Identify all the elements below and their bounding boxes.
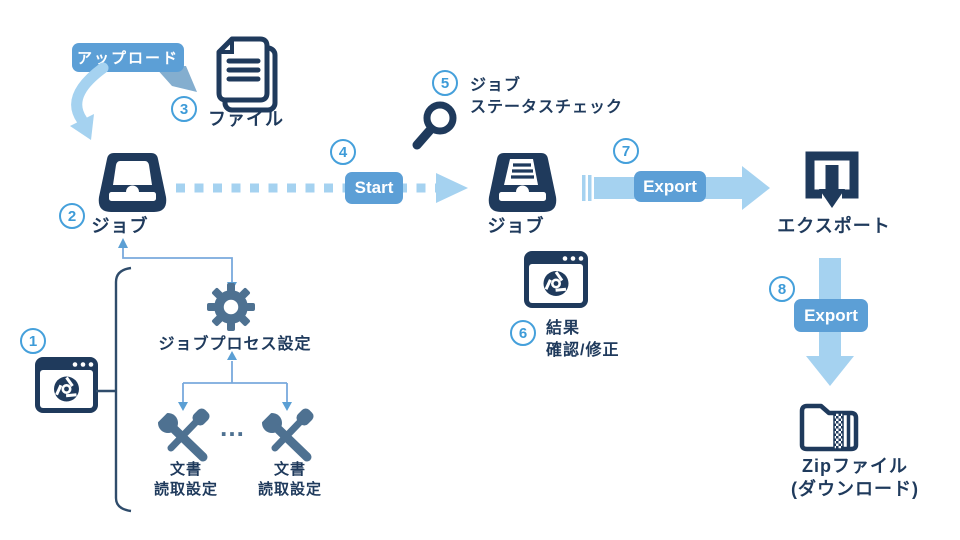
step-badge-6: 6 (510, 320, 536, 346)
job1-inbox-icon (98, 153, 167, 212)
job2-label: ジョブ (487, 216, 545, 236)
ellipsis: … (219, 412, 247, 442)
export-square-arrow-icon (805, 151, 859, 208)
start-callout: Start (345, 172, 403, 204)
step-badge-3: 3 (171, 96, 197, 122)
tools-icon-2 (258, 408, 314, 462)
files-label: ファイル (208, 109, 284, 129)
doc-settings-label-1: 文書 読取設定 (153, 461, 218, 498)
step-badge-5: 5 (432, 70, 458, 96)
step-badge-1: 1 (20, 328, 46, 354)
files-icon (216, 36, 278, 113)
status-check-label: ジョブ ステータスチェック (470, 77, 624, 116)
settings-tree-connector (178, 351, 292, 411)
step-badge-8: 8 (769, 276, 795, 302)
doc-settings-label-2: 文書 読取設定 (257, 461, 322, 498)
config-bracket (96, 266, 132, 513)
upload-callout-tail (155, 66, 197, 92)
start-flow-arrow (176, 173, 468, 203)
export-node-label: エクスポート (777, 216, 891, 236)
result-browser-chrome-icon (524, 251, 588, 308)
job1-label: ジョブ (91, 216, 149, 236)
step-badge-7: 7 (613, 138, 639, 164)
export-callout-1: Export (634, 171, 706, 202)
zip-label: Zipファイル (ダウンロード) (791, 456, 919, 499)
upload-arrow (70, 62, 109, 140)
job2-inbox-icon (488, 153, 557, 212)
search-icon (412, 101, 457, 150)
result-label: 結果 確認/修正 (546, 320, 620, 359)
config-browser-chrome-icon (35, 357, 98, 413)
gear-icon (207, 283, 255, 331)
process-settings-label: ジョブプロセス設定 (158, 336, 312, 353)
zip-folder-icon (799, 403, 859, 452)
export-callout-2: Export (794, 299, 868, 332)
step-badge-2: 2 (59, 203, 85, 229)
step-badge-4: 4 (330, 139, 356, 165)
tools-icon-1 (154, 408, 210, 462)
